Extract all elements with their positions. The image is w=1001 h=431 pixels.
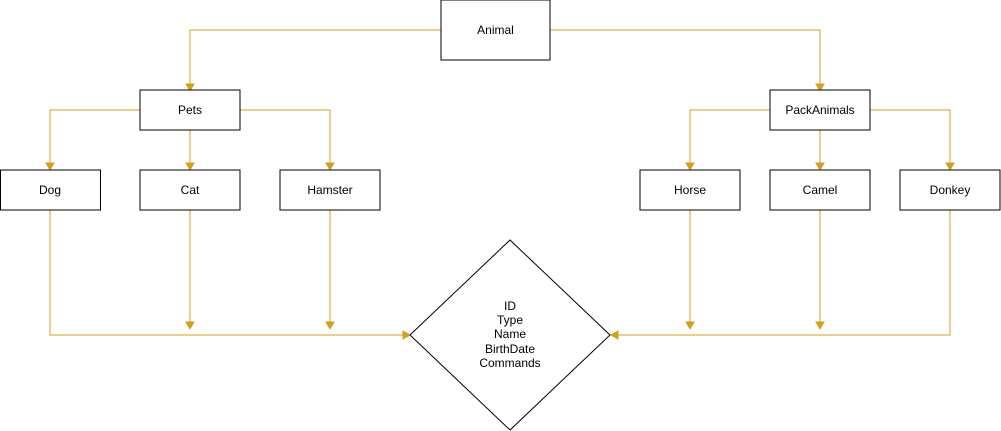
edge-dog-fields bbox=[49, 210, 404, 336]
node-animal[interactable]: Animal bbox=[440, 0, 551, 61]
node-hamster[interactable]: Hamster bbox=[279, 169, 381, 211]
node-horse-box bbox=[639, 169, 741, 211]
node-donkey[interactable]: Donkey bbox=[899, 169, 1001, 211]
edge-arrowhead bbox=[402, 330, 412, 340]
fields-diamond-shape bbox=[409, 239, 611, 431]
node-animal-label: Animal bbox=[477, 23, 514, 37]
node-horse[interactable]: Horse bbox=[639, 169, 741, 211]
edge-arrowhead bbox=[45, 162, 55, 172]
edge-arrowhead bbox=[945, 162, 955, 172]
node-fields-diamond[interactable]: ID Type Name BirthDate Commands bbox=[409, 239, 611, 431]
node-dog[interactable]: Dog bbox=[0, 169, 101, 211]
field-name: Name bbox=[494, 327, 526, 341]
field-type: Type bbox=[497, 313, 523, 327]
edge-arrowhead bbox=[609, 330, 619, 340]
node-animal-box bbox=[440, 0, 551, 61]
node-packanimals-label: PackAnimals bbox=[785, 103, 854, 117]
edge-arrowhead bbox=[815, 321, 825, 331]
edge-animal-packanimals bbox=[550, 29, 821, 85]
edge-arrowhead bbox=[325, 321, 335, 331]
field-commands: Commands bbox=[479, 356, 540, 370]
node-cat[interactable]: Cat bbox=[139, 169, 241, 211]
node-camel-label: Camel bbox=[803, 183, 838, 197]
edges bbox=[45, 29, 955, 340]
node-packanimals[interactable]: PackAnimals bbox=[769, 89, 871, 131]
edge-arrowhead bbox=[685, 321, 695, 331]
field-birthdate: BirthDate bbox=[485, 342, 535, 356]
edge-arrowhead bbox=[185, 83, 195, 93]
node-cat-box bbox=[139, 169, 241, 211]
edge-pets-dog bbox=[49, 109, 140, 164]
node-camel[interactable]: Camel bbox=[769, 169, 871, 211]
edge-arrowhead bbox=[815, 83, 825, 93]
field-id: ID bbox=[504, 299, 516, 313]
node-packanimals-box bbox=[769, 89, 871, 131]
node-donkey-box bbox=[899, 169, 1001, 211]
edge-arrowhead bbox=[185, 321, 195, 331]
edge-arrowhead bbox=[185, 162, 195, 172]
edge-arrowhead bbox=[325, 162, 335, 172]
node-horse-label: Horse bbox=[674, 183, 706, 197]
edge-packanimals-donkey bbox=[870, 109, 951, 164]
node-pets-label: Pets bbox=[178, 103, 202, 117]
node-hamster-box bbox=[279, 169, 381, 211]
edge-arrowhead bbox=[685, 162, 695, 172]
node-pets-box bbox=[139, 89, 241, 131]
node-camel-box bbox=[769, 169, 871, 211]
edge-arrowhead bbox=[815, 162, 825, 172]
node-hamster-label: Hamster bbox=[307, 183, 352, 197]
edge-donkey-fields bbox=[617, 210, 951, 336]
edge-packanimals-horse bbox=[689, 109, 770, 164]
edge-pets-hamster bbox=[240, 109, 331, 164]
edge-animal-pets bbox=[189, 29, 441, 85]
node-dog-box bbox=[0, 169, 101, 211]
node-cat-label: Cat bbox=[181, 183, 200, 197]
node-pets[interactable]: Pets bbox=[139, 89, 241, 131]
node-dog-label: Dog bbox=[39, 183, 61, 197]
node-donkey-label: Donkey bbox=[930, 183, 971, 197]
